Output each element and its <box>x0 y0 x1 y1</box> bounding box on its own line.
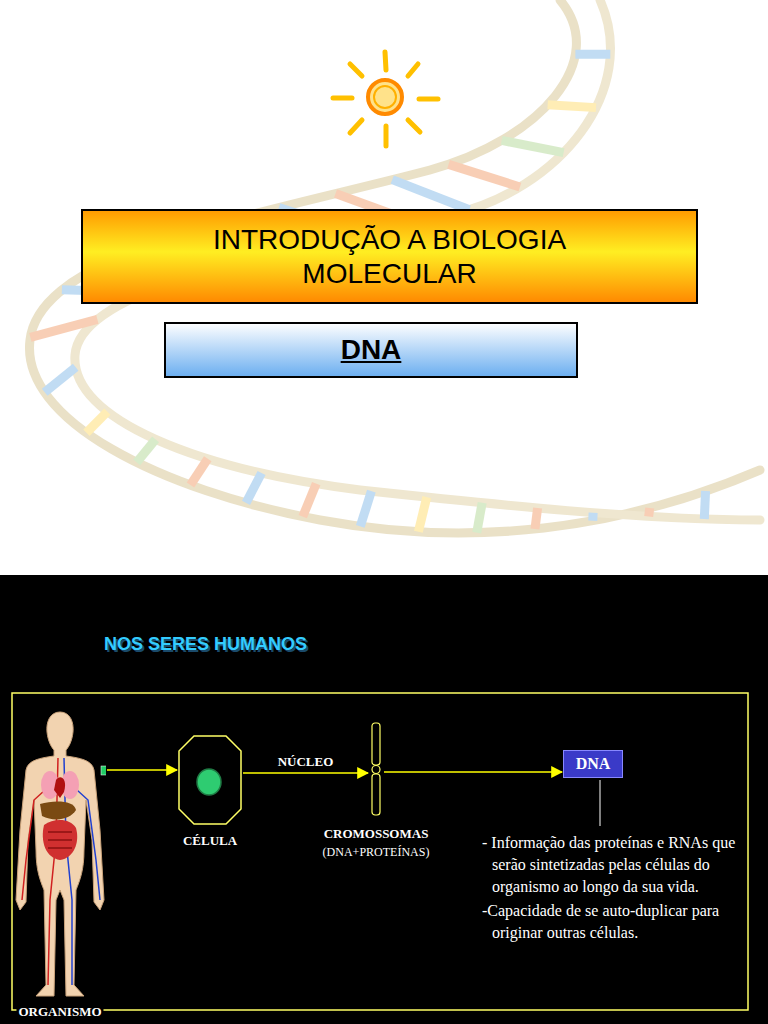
slide-title: INTRODUÇÃO A BIOLOGIA MOLECULAR <box>170 223 610 291</box>
arrow-connector <box>107 769 177 771</box>
helix-rung <box>477 503 482 533</box>
dna-box: DNA <box>563 750 623 778</box>
section-heading: NOS SERES HUMANOS <box>104 633 307 655</box>
slide-background <box>0 0 768 575</box>
organism-label: ORGANISMO <box>16 1004 103 1020</box>
helix-rung <box>190 459 207 485</box>
blood-vessels <box>22 758 100 985</box>
helix-strand <box>29 0 760 533</box>
helix-rungs <box>30 54 705 532</box>
helix-rung <box>86 412 107 433</box>
arrow-connector <box>384 771 562 773</box>
helix-strand <box>75 0 760 520</box>
helix-rung <box>649 508 650 516</box>
cell-outline <box>178 735 242 825</box>
helix-rung <box>30 319 97 337</box>
helix-rung <box>535 508 538 529</box>
edge-label: NÚCLEO <box>276 754 336 770</box>
arrow-connector <box>243 772 368 774</box>
dna-label: DNA <box>576 755 611 773</box>
helix-rung <box>548 105 596 108</box>
helix-rung <box>392 180 469 210</box>
leader-line <box>599 780 601 826</box>
helix-rung <box>704 491 705 519</box>
helix-rung <box>502 140 564 152</box>
subtitle-box-fill <box>165 323 577 377</box>
slide-subtitle: DNA <box>341 334 402 366</box>
chromosome-note: (DNA+PROTEÍNAS) <box>323 845 430 860</box>
nucleus <box>197 769 221 795</box>
title-box-fill <box>82 210 697 303</box>
sun-icon <box>333 52 438 146</box>
helix-rung <box>246 473 262 503</box>
slide-background <box>0 575 768 1024</box>
subtitle-box: DNA <box>165 323 577 377</box>
dna-helix <box>29 0 760 533</box>
frame <box>12 693 748 1010</box>
description-note: -Capacidade de se auto-duplicar para ori… <box>482 900 744 944</box>
helix-rung <box>360 491 371 526</box>
organism-figure: ORGANISMO <box>14 700 106 1022</box>
helix-rung <box>418 497 426 532</box>
helix-rung <box>575 50 610 59</box>
chromosome-outline <box>369 722 383 816</box>
chromosome-symbol: CROMOSSOMAS(DNA+PROTEÍNAS) <box>369 722 383 816</box>
organs <box>40 771 79 860</box>
cell-label: CÉLULA <box>183 833 237 849</box>
helix-rung <box>303 484 316 517</box>
helix-rung <box>45 367 76 392</box>
helix-rung <box>588 513 597 521</box>
cell-octagon: CÉLULA <box>178 735 242 825</box>
title-box: INTRODUÇÃO A BIOLOGIA MOLECULAR <box>82 210 697 303</box>
body-outline <box>16 712 104 996</box>
human-figure <box>14 700 106 1000</box>
sample-marker <box>101 766 106 775</box>
chromosome-label: CROMOSSOMAS <box>324 826 429 842</box>
helix-rung <box>137 439 156 462</box>
helix-rung <box>449 164 520 187</box>
description-note: - Informação das proteínas e RNAs que se… <box>482 832 744 898</box>
